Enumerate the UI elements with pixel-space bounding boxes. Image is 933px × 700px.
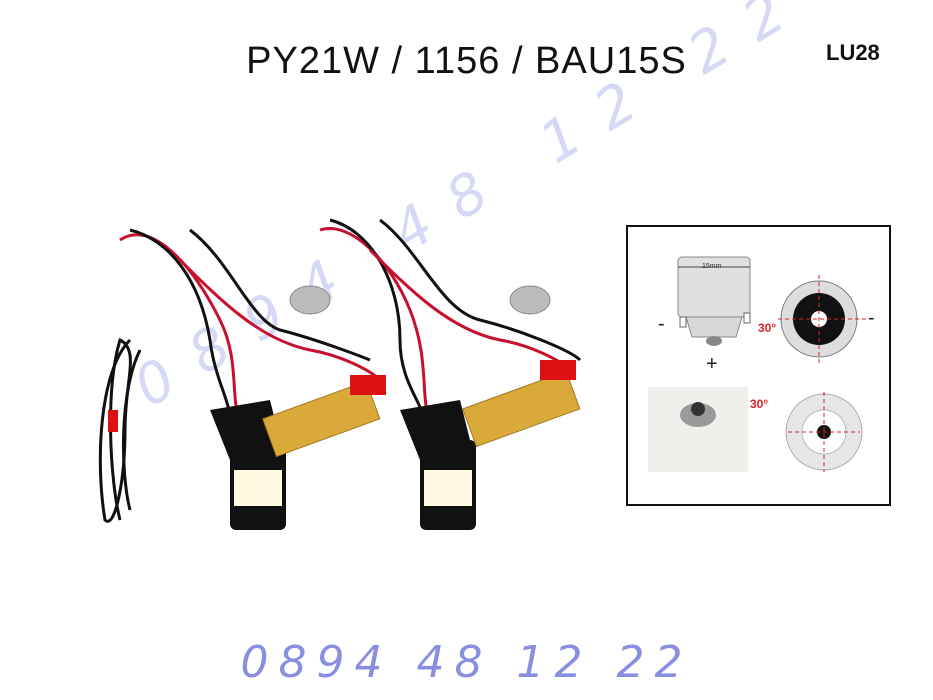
- minus-right-label: -: [868, 307, 875, 329]
- bulb-diagram: 15mm - + - 30° 30°: [626, 225, 891, 506]
- led-bulb-set-1: [119, 228, 386, 530]
- wire-coil: [98, 337, 142, 523]
- diagram-drawing: [648, 256, 866, 472]
- angle-top-label: 30°: [758, 321, 777, 335]
- product-title: PY21W / 1156 / BAU15S: [246, 40, 687, 82]
- plus-label: +: [706, 353, 718, 375]
- product-photo: [98, 218, 582, 530]
- phone-number: 0894 48 12 22: [240, 637, 693, 688]
- angle-bottom-label: 30°: [750, 397, 769, 411]
- minus-left-label: -: [658, 313, 665, 335]
- width-label: 15mm: [702, 263, 722, 270]
- led-bulb-set-2: [319, 218, 582, 530]
- product-code: LU28: [826, 40, 880, 65]
